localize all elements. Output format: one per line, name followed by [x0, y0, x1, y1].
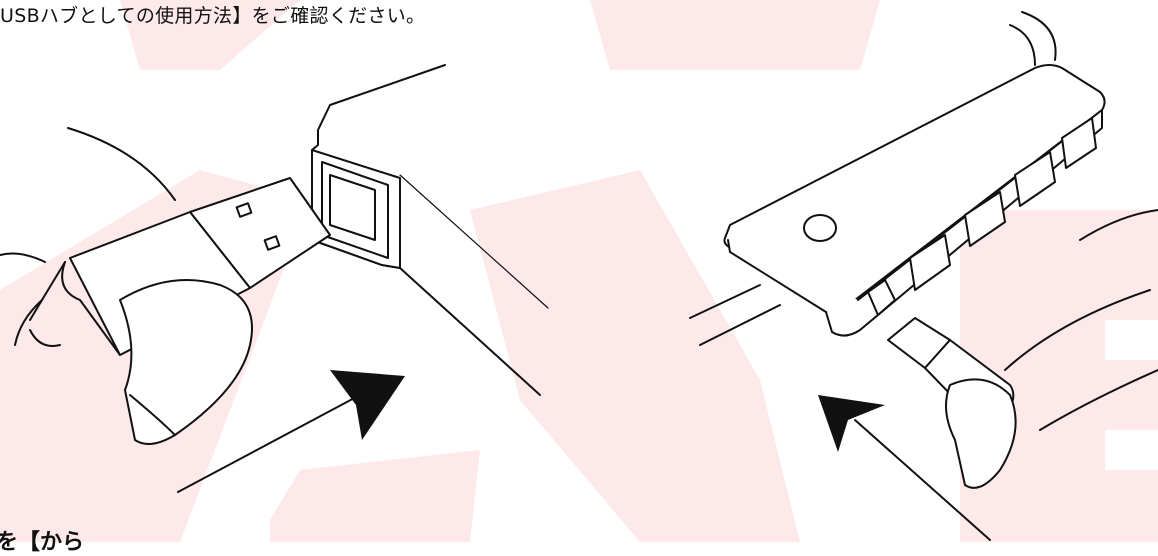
- connection-illustration: [0, 11, 1158, 541]
- left-insert-arrow-icon: [330, 370, 405, 440]
- instruction-text: USBハブとしての使用方法】をご確認ください。: [0, 5, 426, 27]
- right-insert-arrow-icon: [818, 395, 885, 452]
- section-heading-partial: を【から: [0, 530, 85, 555]
- left-figure-usb-a-icon: [0, 64, 549, 493]
- watermark-cutouts: [1105, 320, 1158, 470]
- right-figure-usb-c-icon: [689, 11, 1158, 541]
